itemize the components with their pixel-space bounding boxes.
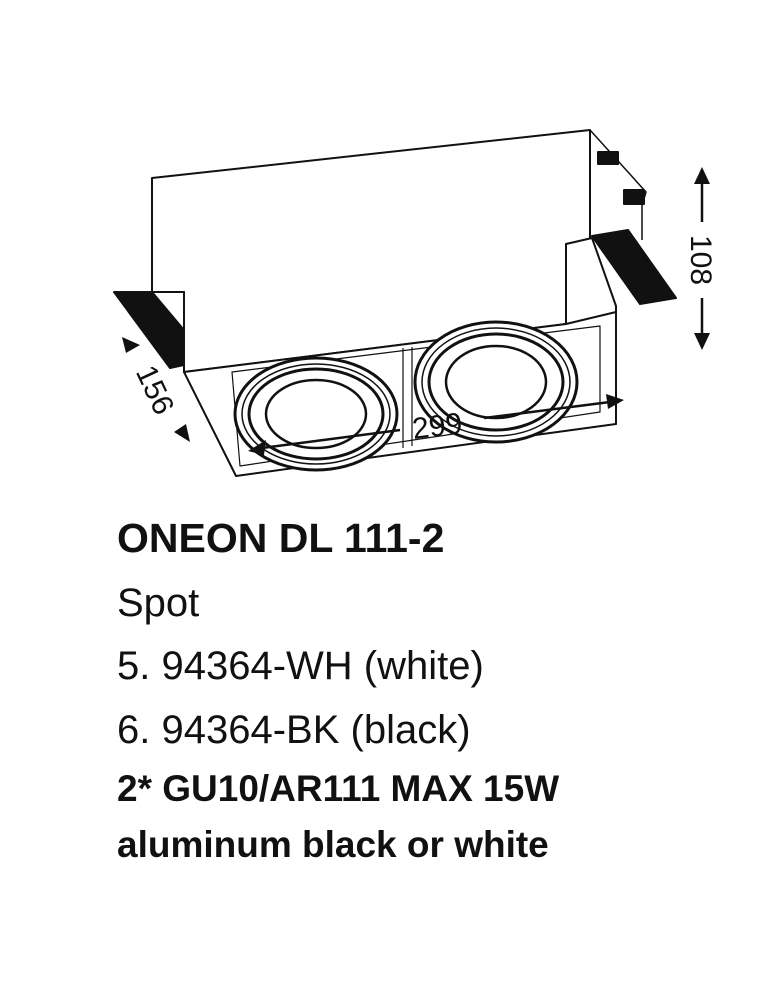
- variant-white: 5. 94364-WH (white): [117, 644, 484, 688]
- arrow-up-icon: [694, 167, 710, 184]
- product-title: ONEON DL 111-2: [117, 515, 445, 561]
- arrow-left-icon: [248, 440, 266, 455]
- product-type: Spot: [117, 581, 200, 625]
- lamp-spec: 2* GU10/AR111 MAX 15W: [117, 768, 560, 809]
- material-spec: aluminum black or white: [117, 824, 549, 865]
- width-dimension-label: 299: [410, 407, 464, 446]
- right-spring-flange: [591, 229, 677, 305]
- mounting-clip-block: [623, 189, 645, 205]
- mounting-clip-wire: [589, 129, 647, 240]
- left-flange-side: [151, 291, 185, 331]
- variant-black: 6. 94364-BK (black): [117, 708, 471, 752]
- width-dimension-line: [261, 428, 401, 450]
- mounting-clip-block: [597, 151, 619, 165]
- arrow-down-right-icon: [174, 424, 190, 442]
- height-dimension-label: 108: [684, 235, 717, 285]
- depth-dimension-label: 156: [129, 361, 180, 420]
- arrow-up-left-icon: [122, 337, 140, 353]
- arrow-right-icon: [606, 394, 624, 409]
- fixture-technical-drawing: 299 108 156: [113, 129, 717, 477]
- arrow-down-icon: [694, 333, 710, 350]
